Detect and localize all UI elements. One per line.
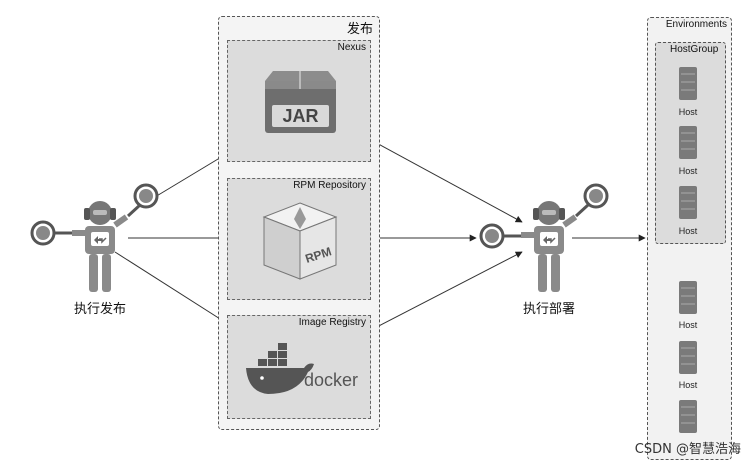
- arrow-publish-to-nexus: [149, 152, 229, 201]
- watermark: CSDN @智慧浩海: [634, 442, 741, 457]
- host-label: Host: [678, 320, 698, 330]
- jar-box-icon: JAR: [265, 71, 336, 133]
- jar-icon-text: JAR: [282, 106, 318, 126]
- hostgroup-title: HostGroup: [670, 44, 719, 55]
- rpm-box-icon: RPM: [262, 202, 338, 280]
- image-registry-title: Image Registry: [298, 317, 366, 328]
- deployer-label: 执行部署: [522, 302, 575, 317]
- publisher-label: 执行发布: [73, 302, 126, 317]
- host-label: Host: [678, 166, 698, 176]
- docker-icon-text: docker: [304, 370, 359, 390]
- arrow-registry-to-deploy: [370, 251, 523, 331]
- environments-title: Environments: [665, 19, 727, 30]
- nexus-panel[interactable]: Nexus JAR: [227, 40, 371, 162]
- rpm-repository-title: RPM Repository: [293, 180, 366, 191]
- arrow-publish-to-registry: [114, 251, 229, 325]
- host-label: Host: [678, 107, 698, 117]
- release-title: 发布: [346, 22, 373, 37]
- host-label: Host: [678, 380, 698, 390]
- host-label: Host: [678, 226, 698, 236]
- docker-whale-icon: [246, 343, 314, 394]
- nexus-title: Nexus: [337, 42, 366, 53]
- image-registry-panel[interactable]: Image Registry docker: [227, 315, 371, 419]
- rpm-repository-panel[interactable]: RPM Repository RPM: [227, 178, 371, 300]
- arrow-nexus-to-deploy: [370, 139, 523, 223]
